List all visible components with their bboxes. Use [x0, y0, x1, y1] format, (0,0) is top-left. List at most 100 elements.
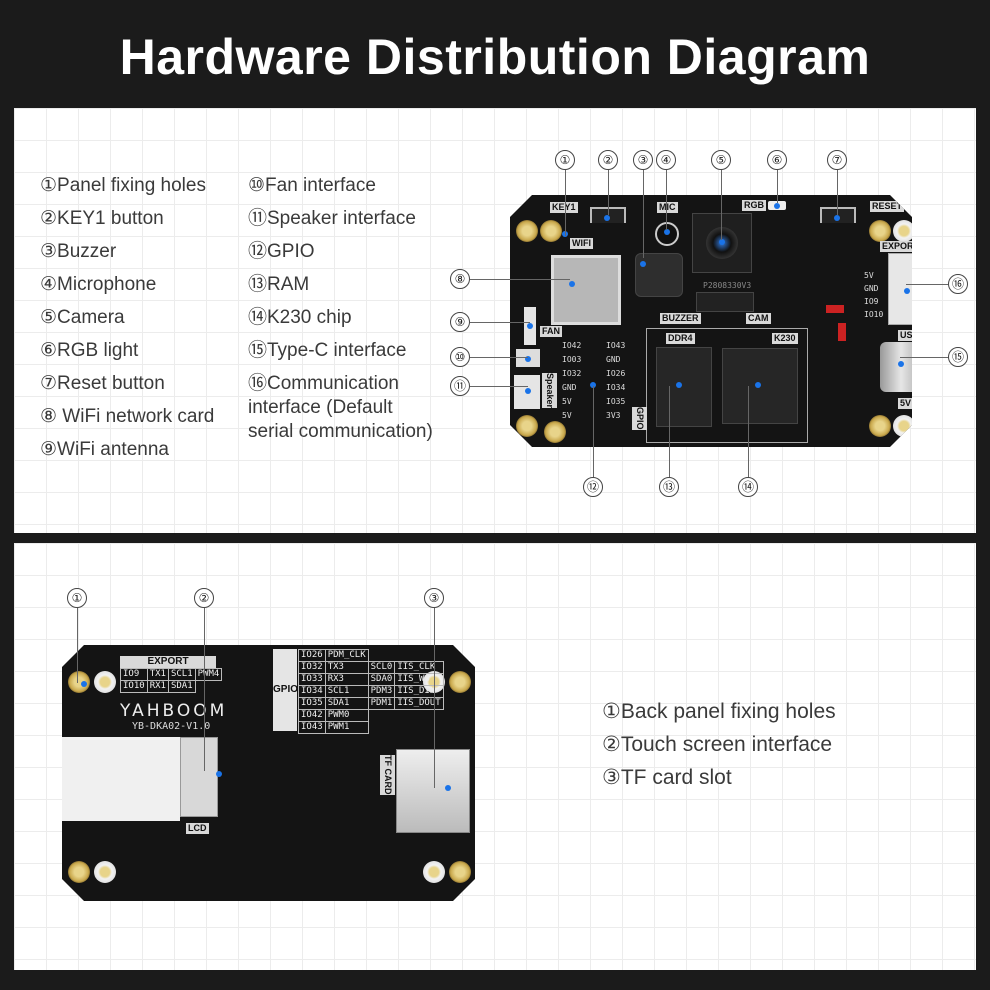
marker-dot — [445, 785, 451, 791]
gpio-pin-label: 3V3 — [606, 411, 621, 420]
gpio-pin-label: IO32 — [562, 369, 582, 378]
legend-item: ⑯Communication — [248, 373, 399, 394]
gpio-pin-label: 5V — [562, 411, 572, 420]
pin-cell: IO9 — [121, 669, 148, 681]
fixing-hole — [544, 421, 566, 443]
pin-cell — [368, 650, 395, 662]
legend-item: ③Buzzer — [40, 241, 117, 262]
callout-line — [470, 357, 528, 358]
export-pin-label: IO10 — [864, 310, 884, 319]
camera-model: P2808330V3 — [703, 281, 752, 290]
legend-item: ①Back panel fixing holes — [602, 700, 836, 723]
pin-cell: SDA1 — [168, 681, 195, 693]
fixing-hole — [893, 220, 915, 242]
marker-dot — [676, 382, 682, 388]
pin-cell: IO10 — [121, 681, 148, 693]
callout-number: ⑧ — [450, 269, 470, 289]
pin-cell — [195, 681, 222, 693]
silk-fan: FAN — [542, 326, 560, 336]
pin-cell: SDA0 — [368, 674, 395, 686]
camera — [692, 213, 752, 273]
gpio-pin-label: IO43 — [606, 341, 626, 350]
pin-cell: IO34 — [299, 686, 326, 698]
callout-line — [565, 170, 566, 236]
gpio-pin-label: 5V — [562, 397, 572, 406]
callout-number: ② — [598, 150, 618, 170]
silk-ddr4: DDR4 — [668, 333, 693, 343]
tf-card-label: TF CARD — [380, 755, 395, 795]
fixing-hole — [449, 671, 471, 693]
marker-dot — [590, 382, 596, 388]
silk-wifi: WIFI — [572, 238, 591, 248]
gpio-label: GPIO — [273, 649, 297, 731]
callout-line — [470, 386, 528, 387]
marker-dot — [604, 215, 610, 221]
pin-cell: PDM3 — [368, 686, 395, 698]
silk-mic: MIC — [659, 202, 676, 212]
marker-dot — [640, 261, 646, 267]
callout-line — [748, 386, 749, 477]
tf-card-slot[interactable] — [396, 749, 470, 833]
lcd-label: LCD — [188, 823, 207, 833]
page-title: Hardware Distribution Diagram — [119, 29, 871, 85]
gpio-pin-label: IO34 — [606, 383, 626, 392]
export-pin-label: 5V — [864, 271, 874, 280]
callout-number: ⑭ — [738, 477, 758, 497]
pin-cell: IO43 — [299, 722, 326, 734]
silk-key1: KEY1 — [552, 202, 576, 212]
pin-cell: TX1 — [147, 669, 168, 681]
gpio-pin-label: GND — [562, 383, 577, 392]
legend-item: ⑥RGB light — [40, 340, 139, 361]
export-header: EXPORT — [120, 656, 216, 668]
legend-item: ③TF card slot — [602, 766, 732, 789]
silk-speaker: Speaker — [542, 373, 557, 408]
legend-item: ⑮Type-C interface — [248, 340, 407, 361]
pin-cell: IO35 — [299, 698, 326, 710]
pin-cell: RX1 — [147, 681, 168, 693]
marker-dot — [664, 229, 670, 235]
camera-connector — [696, 292, 754, 312]
marker-dot — [904, 288, 910, 294]
legend-item: ②KEY1 button — [40, 208, 164, 229]
red-component — [826, 305, 844, 313]
type-c-port[interactable] — [880, 342, 922, 392]
callout-number: ⑤ — [711, 150, 731, 170]
pin-cell: PDM1 — [368, 698, 395, 710]
pin-cell — [395, 650, 443, 662]
marker-dot — [755, 382, 761, 388]
pin-cell: PWM4 — [195, 669, 222, 681]
fixing-hole — [516, 415, 538, 437]
pin-cell: IO32 — [299, 662, 326, 674]
pin-cell — [395, 722, 443, 734]
fixing-hole — [869, 415, 891, 437]
marker-dot — [719, 239, 725, 245]
mic — [655, 222, 679, 246]
front-board: KEY1 WIFI MIC BUZZER P2808330V3 CAM RGB … — [510, 195, 912, 447]
silk-buzzer: BUZZER — [662, 313, 699, 323]
callout-line — [608, 170, 609, 215]
pin-cell: IO42 — [299, 710, 326, 722]
marker-dot — [527, 323, 533, 329]
legend-item: ⑦Reset button — [40, 373, 165, 394]
pin-cell: IIS_DIN — [395, 686, 443, 698]
legend-item: ⑫GPIO — [248, 241, 315, 262]
callout-line — [470, 322, 530, 323]
callout-number: ② — [194, 588, 214, 608]
silk-reset: RESET — [872, 201, 903, 211]
legend-item: interface (Default — [248, 397, 393, 418]
callout-number: ⑩ — [450, 347, 470, 367]
gpio-pin-label: IO03 — [562, 355, 582, 364]
callout-number: ① — [67, 588, 87, 608]
pin-cell — [395, 710, 443, 722]
legend-item: ⑧ WiFi network card — [40, 406, 215, 427]
soc-frame — [646, 328, 808, 443]
fixing-hole — [423, 861, 445, 883]
screen-connector-area — [62, 737, 180, 821]
export-pin-label: IO9 — [864, 297, 879, 306]
callout-line — [593, 386, 594, 477]
callout-number: ⑨ — [450, 312, 470, 332]
touch-screen-connector[interactable] — [180, 737, 218, 817]
